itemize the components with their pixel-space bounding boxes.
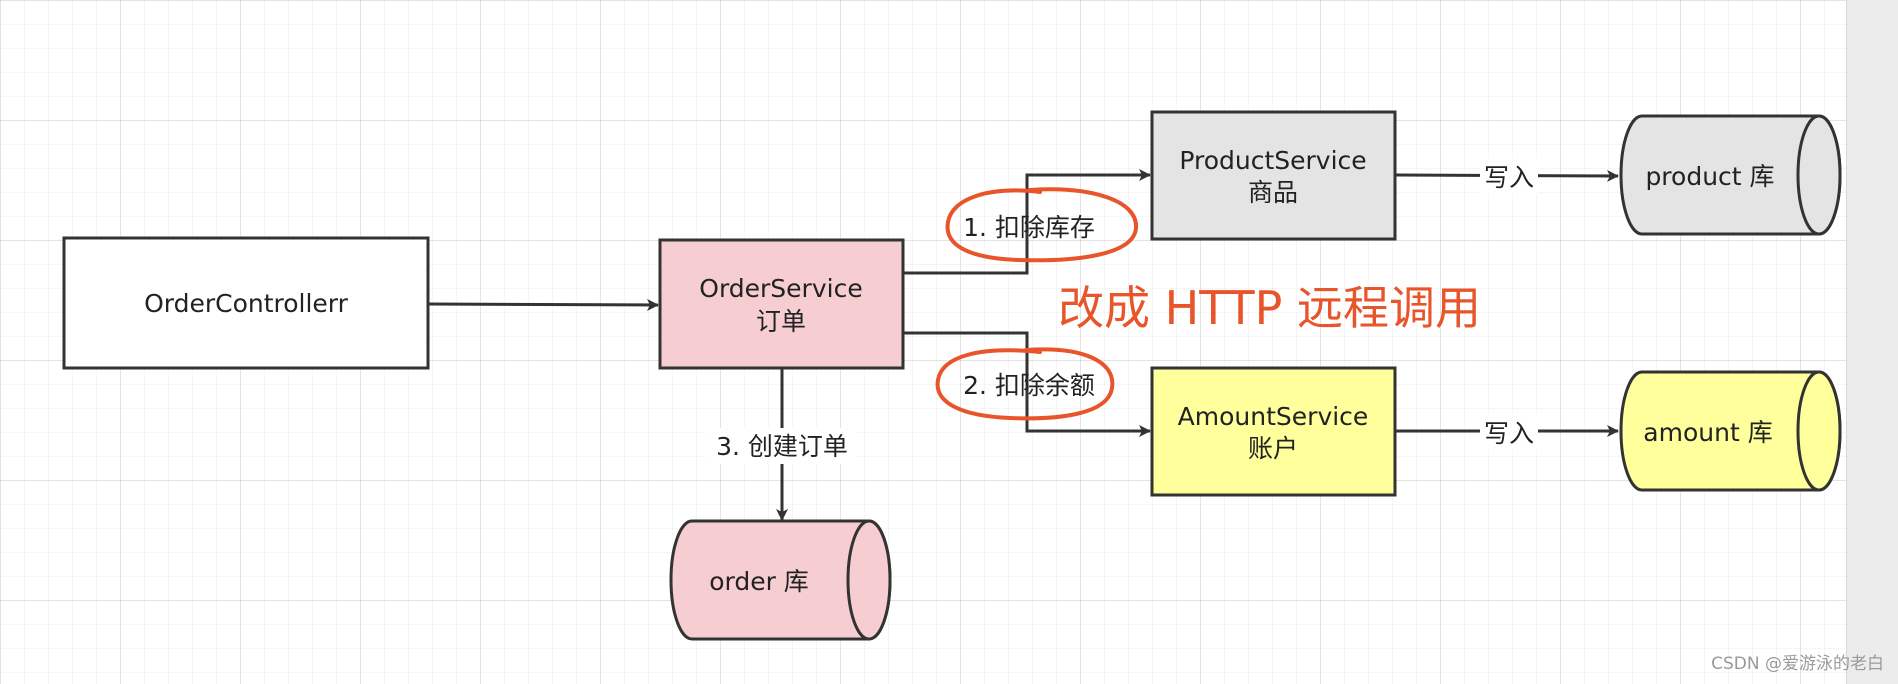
edge-order-to-product-service	[903, 169, 1151, 275]
order-service-subtitle: 订单	[756, 307, 806, 336]
deduct-stock-label: 1. 扣除库存	[963, 213, 1095, 242]
controller-node[interactable]: OrderControllerr	[62, 236, 430, 370]
amount-service-node[interactable]: AmountService 账户	[1150, 366, 1397, 497]
amount-service-name: AmountService	[1178, 402, 1369, 431]
amount-db-label: amount 库	[1643, 418, 1772, 447]
order-service-node[interactable]: OrderService 订单	[658, 238, 905, 370]
product-db-node[interactable]: product 库	[1619, 114, 1842, 236]
edge-label-write-amount: 写入	[1480, 415, 1538, 449]
order-db-node[interactable]: order 库	[669, 519, 892, 641]
amount-service-subtitle: 账户	[1248, 434, 1298, 463]
edge-order-to-amount-service	[903, 331, 1151, 437]
highlight-circle-deduct-balance	[935, 347, 1115, 421]
http-remote-call-annotation: 改成 HTTP 远程调用	[1058, 281, 1481, 335]
edge-controller-to-order-service	[427, 298, 659, 311]
edge-label-write-product: 写入	[1480, 159, 1538, 193]
create-order-label: 3. 创建订单	[716, 432, 848, 461]
order-db-label: order 库	[709, 567, 809, 596]
controller-label: OrderControllerr	[144, 289, 349, 318]
edge-label-create-order: 3. 创建订单	[706, 428, 858, 464]
product-service-node[interactable]: ProductService 商品	[1150, 110, 1397, 241]
edge-label-deduct-stock: 1. 扣除库存	[963, 213, 1095, 242]
write-product-label: 写入	[1484, 163, 1534, 192]
order-service-name: OrderService	[699, 274, 862, 303]
amount-db-node[interactable]: amount 库	[1619, 370, 1842, 492]
product-db-label: product 库	[1645, 162, 1774, 191]
highlight-circle-deduct-stock	[945, 187, 1139, 263]
product-service-name: ProductService	[1179, 146, 1366, 175]
write-amount-label: 写入	[1484, 419, 1534, 448]
vertical-scrollbar[interactable]	[1846, 0, 1898, 684]
deduct-balance-label: 2. 扣除余额	[963, 371, 1095, 400]
edge-label-deduct-balance: 2. 扣除余额	[963, 371, 1095, 400]
csdn-watermark: CSDN @爱游泳的老白	[1711, 654, 1884, 674]
product-service-subtitle: 商品	[1248, 178, 1298, 207]
